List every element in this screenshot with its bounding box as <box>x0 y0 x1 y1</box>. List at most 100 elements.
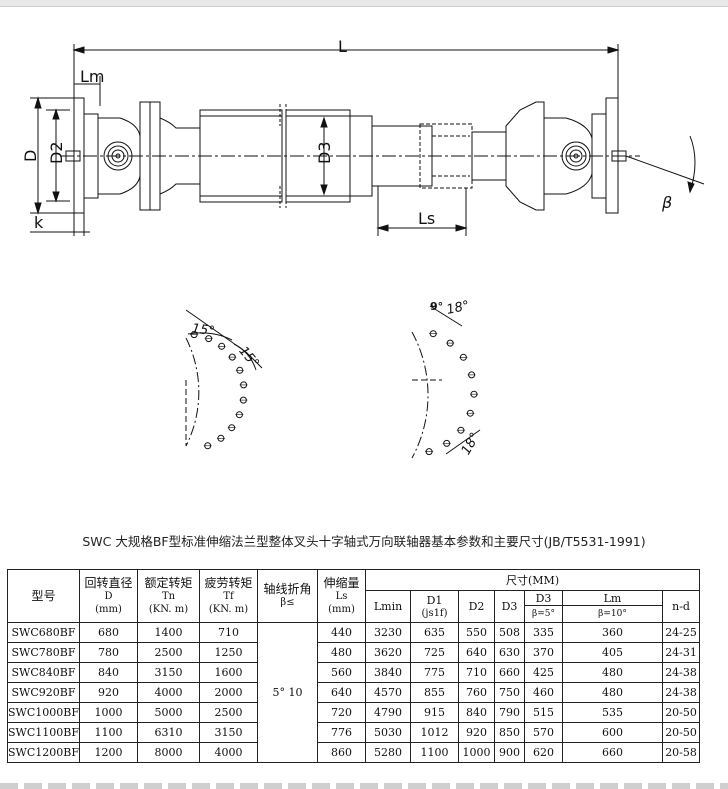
table-cell: 570 <box>524 722 563 743</box>
table-caption: SWC 大规格BF型标准伸缩法兰型整体叉头十字轴式万向联轴器基本参数和主要尺寸(… <box>82 534 646 549</box>
header-nd: n-d <box>661 590 701 623</box>
header-lmin: Lmin <box>365 590 411 623</box>
spec-table: 型号 回转直径 D (mm) 额定转矩 Tn (KN. m) 疲劳转矩 Tf (… <box>7 569 701 763</box>
table-cell: SWC680BF <box>7 622 80 643</box>
table-cell: 900 <box>494 742 525 763</box>
table-cell: SWC840BF <box>7 662 80 683</box>
label-angle-18-top: 18° <box>445 298 471 317</box>
table-cell: 915 <box>410 702 459 723</box>
table-cell: 640 <box>458 642 495 663</box>
table-cell: 1100 <box>79 722 138 743</box>
header-d3b-note: β=5° <box>524 605 563 623</box>
header-angle: 轴线折角 β≤ <box>257 569 318 623</box>
table-cell: 920 <box>79 682 138 703</box>
header-d2: D2 <box>458 590 495 623</box>
table-cell: 20-58 <box>661 742 701 763</box>
hole-pattern-18 <box>425 330 478 456</box>
table-cell: 535 <box>562 702 663 723</box>
table-cell: 680 <box>79 622 138 643</box>
table-cell: 720 <box>317 702 366 723</box>
header-lm: Lm <box>562 590 663 606</box>
header-lm-note: β=10° <box>562 605 663 623</box>
label-Lm: Lm <box>80 67 105 86</box>
right-cross-bearing <box>561 141 591 171</box>
table-cell: 1100 <box>410 742 459 763</box>
right-flange <box>605 97 619 214</box>
table-cell: 1250 <box>199 642 258 663</box>
header-fatigue-torque: 疲劳转矩 Tf (KN. m) <box>199 569 258 623</box>
table-cell: 508 <box>494 622 525 643</box>
table-cell: 840 <box>79 662 138 683</box>
label-angle-18-bottom: 18° <box>459 430 484 457</box>
table-cell: 6310 <box>137 722 200 743</box>
left-cross-bearing <box>103 141 133 171</box>
label-angle-15-top: 15° <box>191 321 216 339</box>
table-cell: 1000 <box>458 742 495 763</box>
table-cell: SWC1000BF <box>7 702 80 723</box>
label-L: L <box>338 37 347 56</box>
header-d3: D3 <box>494 590 525 623</box>
table-cell: 2500 <box>137 642 200 663</box>
table-cell: 3150 <box>137 662 200 683</box>
table-cell: 790 <box>494 702 525 723</box>
table-cell: 840 <box>458 702 495 723</box>
table-cell: 776 <box>317 722 366 743</box>
table-cell: 710 <box>199 622 258 643</box>
table-cell: 725 <box>410 642 459 663</box>
table-cell: 1600 <box>199 662 258 683</box>
table-cell: 440 <box>317 622 366 643</box>
table-cell: 4790 <box>365 702 411 723</box>
table-cell: 3620 <box>365 642 411 663</box>
label-D: D <box>21 150 40 162</box>
table-cell: 920 <box>458 722 495 743</box>
table-cell: 405 <box>562 642 663 663</box>
header-stretch: 伸缩量 Ls (mm) <box>317 569 366 623</box>
table-cell: 1400 <box>137 622 200 643</box>
table-cell: 5030 <box>365 722 411 743</box>
table-cell: 660 <box>562 742 663 763</box>
header-d3b: D3 <box>524 590 563 606</box>
main-tube <box>199 109 283 203</box>
label-Ls: Ls <box>418 209 435 228</box>
table-cell: 1012 <box>410 722 459 743</box>
table-cell: 24-38 <box>661 662 701 683</box>
table-cell: SWC780BF <box>7 642 80 663</box>
header-rated-torque: 额定转矩 Tn (KN. m) <box>137 569 200 623</box>
table-cell: 850 <box>494 722 525 743</box>
table-cell: SWC1100BF <box>7 722 80 743</box>
label-k: k <box>34 213 44 232</box>
table-cell: 3150 <box>199 722 258 743</box>
table-cell: 635 <box>410 622 459 643</box>
table-cell: 640 <box>317 682 366 703</box>
table-cell: 620 <box>524 742 563 763</box>
table-cell: 750 <box>494 682 525 703</box>
table-cell: 855 <box>410 682 459 703</box>
table-cell: 560 <box>317 662 366 683</box>
footer-divider <box>0 783 728 789</box>
table-cell: 4570 <box>365 682 411 703</box>
table-cell: 425 <box>524 662 563 683</box>
table-cell: SWC1200BF <box>7 742 80 763</box>
table-cell: 24-25 <box>661 622 701 643</box>
table-cell: 20-50 <box>661 722 701 743</box>
table-cell: 480 <box>562 662 663 683</box>
table-cell: 360 <box>562 622 663 643</box>
header-model: 型号 <box>7 569 80 623</box>
header-d1: D1 (js1f) <box>410 590 459 623</box>
table-cell: 1000 <box>79 702 138 723</box>
table-cell: 775 <box>410 662 459 683</box>
table-cell: 24-31 <box>661 642 701 663</box>
table-cell: 1200 <box>79 742 138 763</box>
table-cell: 20-50 <box>661 702 701 723</box>
table-cell: 710 <box>458 662 495 683</box>
label-D2: D2 <box>47 142 66 165</box>
table-cell: 660 <box>494 662 525 683</box>
